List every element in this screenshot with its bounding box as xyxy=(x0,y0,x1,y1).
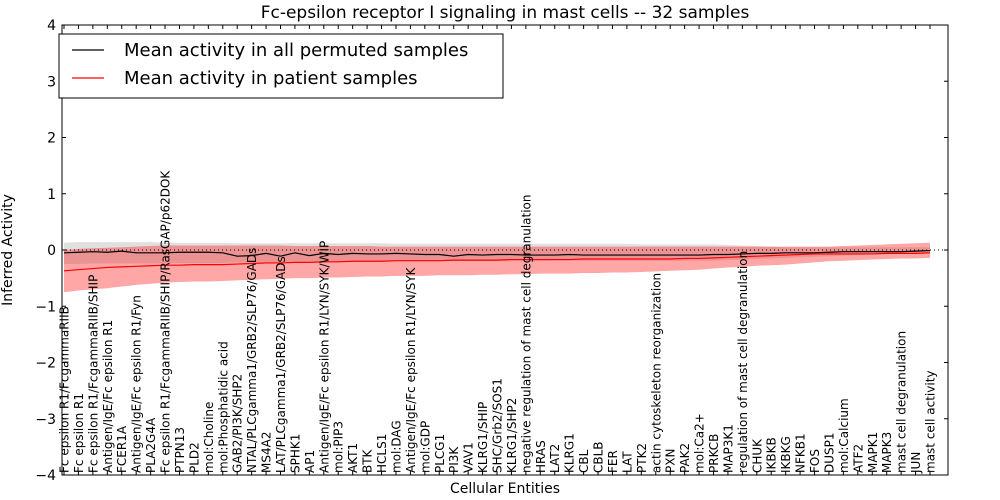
x-category-label: negative regulation of mast cell degranu… xyxy=(519,194,533,473)
y-tick-label: 0 xyxy=(47,243,56,259)
x-category-label: SPHK1 xyxy=(288,434,302,473)
x-category-label: LAT xyxy=(620,451,634,473)
y-tick-label: 2 xyxy=(47,131,56,147)
y-tick-label: −4 xyxy=(35,468,56,484)
x-category-label: Antigen/IgE/Fc epsilon R1 xyxy=(101,320,115,473)
x-category-label: Fc epsilon R1/FcgammaRIIB/SHIP/RasGAP/p6… xyxy=(159,170,173,473)
x-category-label: mol:Ca2+ xyxy=(693,413,707,473)
x-category-label: mol:Phosphatidic acid xyxy=(216,341,230,473)
legend: Mean activity in all permuted samples Me… xyxy=(58,33,504,99)
x-category-label: PTK2 xyxy=(635,443,649,473)
x-category-label: FER xyxy=(606,450,620,473)
x-category-label: MAPK1 xyxy=(866,432,880,473)
patient-mean-line xyxy=(63,252,931,272)
legend-box xyxy=(58,33,504,99)
x-category-label: DUSP1 xyxy=(822,432,836,473)
x-category-label: ATF2 xyxy=(851,444,865,473)
x-category-label: KLRG1 xyxy=(563,433,577,473)
x-category-label: PXN xyxy=(664,449,678,473)
y-tick-label: 4 xyxy=(47,18,56,34)
permuted-confidence-band xyxy=(64,242,930,265)
y-tick-label: −3 xyxy=(35,412,56,428)
y-tick-label: 1 xyxy=(47,187,56,203)
x-category-label: Fc epsilon R1 xyxy=(72,393,86,473)
x-category-label: KLRG1/SHIP xyxy=(476,402,490,473)
x-category-label: MAP3K1 xyxy=(721,424,735,473)
chart-title: Fc-epsilon receptor I signaling in mast … xyxy=(261,3,750,23)
x-category-label: FOS xyxy=(808,449,822,473)
x-category-label: HRAS xyxy=(534,440,548,473)
x-category-label: AKT1 xyxy=(346,443,360,473)
x-category-label: IKBKG xyxy=(779,436,793,473)
y-tick-label: −2 xyxy=(35,356,56,372)
x-category-label: CBLB xyxy=(592,441,606,473)
x-category-label: Antigen/IgE/Fc epsilon R1/LYN/SYK/WIP xyxy=(317,241,331,473)
permuted-mean-line xyxy=(63,249,931,257)
plot-background xyxy=(62,25,948,475)
x-category-label: actin cytoskeleton reorganization xyxy=(649,273,663,473)
x-category-label: HCLS1 xyxy=(375,434,389,473)
x-category-label: mol:Choline xyxy=(202,402,216,473)
x-category-label: NFKB1 xyxy=(794,433,808,473)
x-category-label: PTPN13 xyxy=(173,427,187,473)
x-category-label: mast cell degranulation xyxy=(895,331,909,473)
y-axis-label: Inferred Activity xyxy=(0,194,16,306)
x-category-label: MAPK3 xyxy=(880,432,894,473)
x-category-label: CBL xyxy=(577,449,591,473)
x-category-label: PI3K xyxy=(447,446,461,473)
y-tick-label: 3 xyxy=(47,74,56,90)
x-axis-label: Cellular Entities xyxy=(450,481,560,497)
legend-label-patient: Mean activity in patient samples xyxy=(124,68,418,89)
x-category-label: mol:PIP3 xyxy=(332,421,346,473)
x-category-label: IKBKB xyxy=(765,437,779,473)
x-category-label: JUN xyxy=(909,452,923,474)
y-axis: −4 −3 −2 −1 0 1 2 3 4 xyxy=(35,18,948,484)
x-category-label: PRKCB xyxy=(707,434,721,473)
x-category-label: regulation of mast cell degranulation xyxy=(736,251,750,473)
x-category-label: PLD2 xyxy=(187,442,201,473)
series-lines xyxy=(63,249,931,272)
x-category-label: SHC/Grb2/SOS1 xyxy=(491,378,505,473)
x-category-label: GAB2/PI3K/SHP2 xyxy=(231,374,245,473)
x-category-label: LAT2 xyxy=(548,444,562,473)
x-category-label: AP1 xyxy=(303,450,317,473)
x-category-label: mol:Calcium xyxy=(837,398,851,473)
x-category-label: BTK xyxy=(361,448,375,473)
x-category-label: Fc epsilon R1/FcgammaRIIB xyxy=(58,306,72,473)
legend-label-permuted: Mean activity in all permuted samples xyxy=(124,40,468,61)
x-category-label: Fc epsilon R1/FcgammaRIIB/SHIP xyxy=(86,275,100,473)
x-category-label: KLRG1/SHP2 xyxy=(505,398,519,473)
x-category-label: CHUK xyxy=(750,438,764,473)
x-category-label: Antigen/IgE/Fc epsilon R1/Fyn xyxy=(130,295,144,473)
x-category-label: VAV1 xyxy=(462,442,476,473)
x-category-label: mast cell activity xyxy=(924,370,938,473)
y-tick-label: −1 xyxy=(35,299,56,315)
x-category-label: mol:DAG xyxy=(389,420,403,473)
x-category-label: LAT/PLCgamma1/GRB2/SLP76/GADs xyxy=(274,256,288,473)
x-category-label: Antigen/IgE/Fc epsilon R1/LYN/SYK xyxy=(404,266,418,473)
x-category-label: mol:GDP xyxy=(418,421,432,473)
x-category-label: NTAL/PLCgamma1/GRB2/SLP76/GADs xyxy=(245,248,259,473)
x-category-label: FCER1A xyxy=(115,425,129,473)
x-category-label: PLCG1 xyxy=(433,434,447,473)
x-category-label: PLA2G4A xyxy=(144,417,158,473)
x-category-label: PAK2 xyxy=(678,443,692,473)
x-category-label: MS4A2 xyxy=(260,432,274,473)
